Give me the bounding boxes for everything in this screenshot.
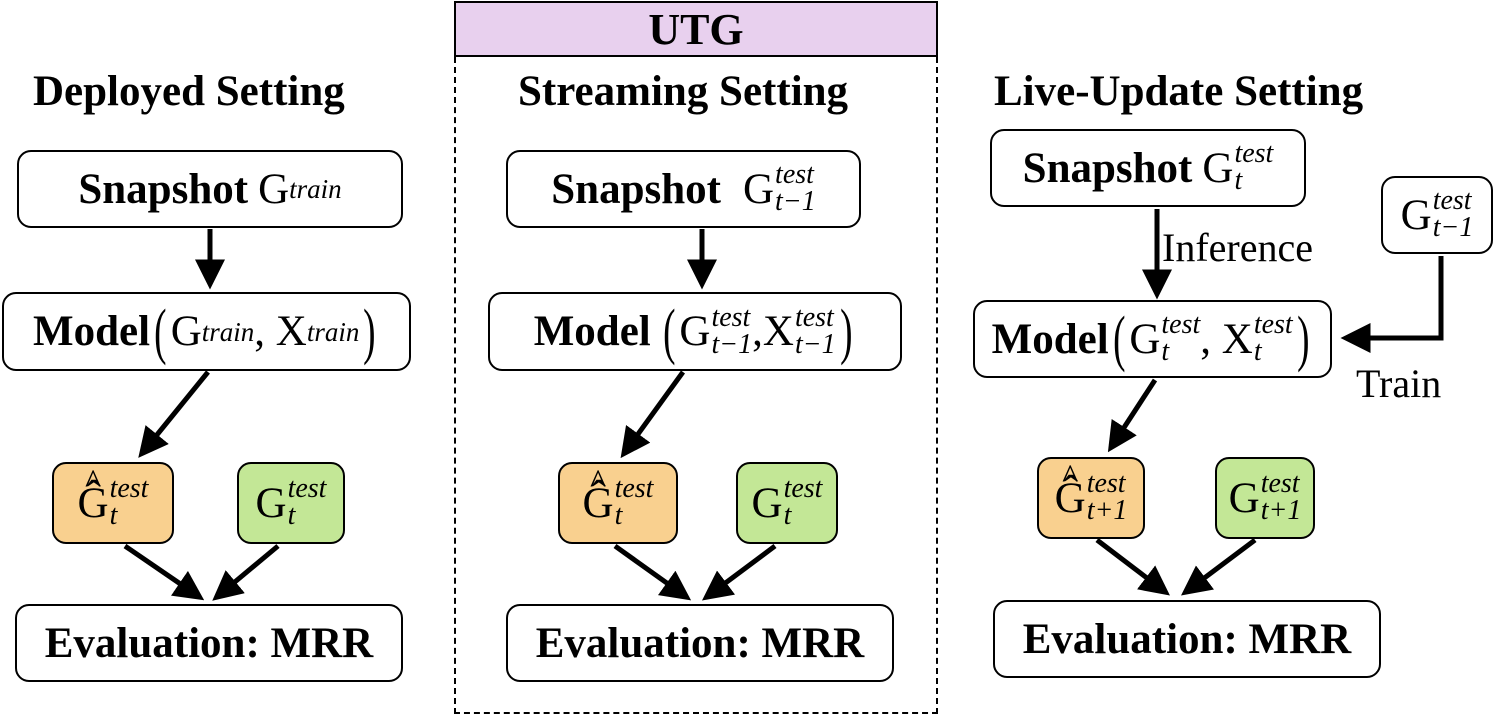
deployed-prediction-sup: test: [109, 473, 149, 505]
streaming-prediction-sup: test: [614, 473, 654, 505]
live-train-label: Train: [1356, 361, 1442, 406]
deployed-snapshot-symbol: G: [258, 165, 290, 213]
live-model-x-sup: test: [1253, 309, 1293, 341]
streaming-title: Streaming Setting: [518, 68, 849, 115]
deployed-evaluation-box: Evaluation: MRR: [15, 604, 403, 682]
streaming-truth-arrow: [701, 543, 777, 601]
live-inference-label: Inference: [1162, 225, 1313, 270]
streaming-model-x-sup: test: [794, 301, 834, 333]
streaming-truth-sup: test: [783, 473, 823, 505]
deployed-truth-sup: test: [287, 473, 327, 505]
live-truth-arrow: [1181, 538, 1257, 596]
live-previous-symbol: G: [1400, 191, 1432, 239]
live-model-arrow: [1107, 378, 1158, 453]
live-prediction-symbol: Ĝ: [1055, 474, 1086, 523]
live-model-x-sub: t: [1253, 336, 1262, 367]
streaming-model-g-sup: test: [711, 301, 751, 333]
deployed-snapshot-word: Snapshot: [78, 165, 249, 213]
live-prediction-sup: test: [1086, 468, 1126, 500]
deployed-model-x: X: [275, 308, 307, 355]
live-title: Live-Update Setting: [994, 68, 1364, 115]
streaming-model-arrow: [620, 370, 686, 459]
streaming-evaluation: Evaluation: MRR: [535, 619, 865, 667]
streaming-snapshot-sub: t−1: [775, 186, 816, 217]
streaming-model-word: Model: [533, 308, 651, 355]
deployed-truth-arrow: [212, 544, 280, 601]
streaming-model-g: G: [679, 308, 711, 355]
streaming-model-x-sub: t−1: [794, 328, 836, 360]
deployed-model-word: Model: [32, 308, 151, 355]
streaming-model-x: X: [762, 308, 794, 355]
streaming-snapshot-sup: test: [775, 159, 814, 191]
streaming-model-g-sub: t−1: [711, 328, 753, 360]
deployed-truth-sub: t: [287, 500, 296, 531]
live-snapshot-word: Snapshot: [1022, 144, 1193, 192]
deployed-truth-symbol: G: [255, 479, 287, 527]
deployed-model-g: G: [170, 308, 202, 355]
live-model-word: Model: [991, 315, 1109, 363]
live-prediction-sub: t+1: [1086, 495, 1128, 526]
utg-header: UTG: [454, 1, 938, 57]
streaming-snapshot-symbol: G: [742, 165, 775, 213]
live-model-g-sub: t: [1161, 336, 1170, 367]
live-pred-arrow: [1095, 538, 1170, 596]
utg-label: UTG: [648, 4, 744, 54]
deployed-prediction-symbol: Ĝ: [78, 479, 109, 528]
live-evaluation-box: Evaluation: MRR: [993, 600, 1381, 678]
deployed-model-arrow: [138, 370, 210, 458]
live-truth-sup: test: [1260, 468, 1300, 500]
streaming-evaluation-box: Evaluation: MRR: [506, 604, 894, 682]
deployed-prediction-sub: t: [109, 500, 118, 531]
live-model-g-sup: test: [1161, 309, 1201, 341]
streaming-prediction-symbol: Ĝ: [583, 479, 614, 528]
streaming-pred-arrow: [613, 543, 692, 601]
live-truth-sub: t+1: [1260, 495, 1302, 526]
deployed-title: Deployed Setting: [33, 68, 345, 115]
live-train-arrow: [1340, 256, 1444, 353]
streaming-prediction-sub: t: [614, 500, 623, 531]
live-evaluation: Evaluation: MRR: [1022, 615, 1352, 663]
live-snapshot-sub: t: [1234, 165, 1243, 196]
deployed-evaluation: Evaluation: MRR: [44, 619, 374, 667]
utg-dashed-region: [454, 57, 938, 714]
live-snapshot-sup: test: [1234, 138, 1274, 170]
streaming-truth-symbol: G: [751, 479, 783, 527]
live-model-x: X: [1221, 315, 1253, 363]
live-truth-symbol: G: [1228, 474, 1260, 522]
deployed-pred-arrow: [123, 543, 205, 601]
streaming-truth-sub: t: [783, 500, 792, 531]
live-previous-sub: t−1: [1432, 212, 1474, 243]
live-model-g: G: [1129, 315, 1161, 363]
live-previous-sup: test: [1432, 185, 1472, 217]
live-snapshot-symbol: G: [1202, 144, 1234, 192]
streaming-snapshot-word: Snapshot: [551, 165, 721, 213]
